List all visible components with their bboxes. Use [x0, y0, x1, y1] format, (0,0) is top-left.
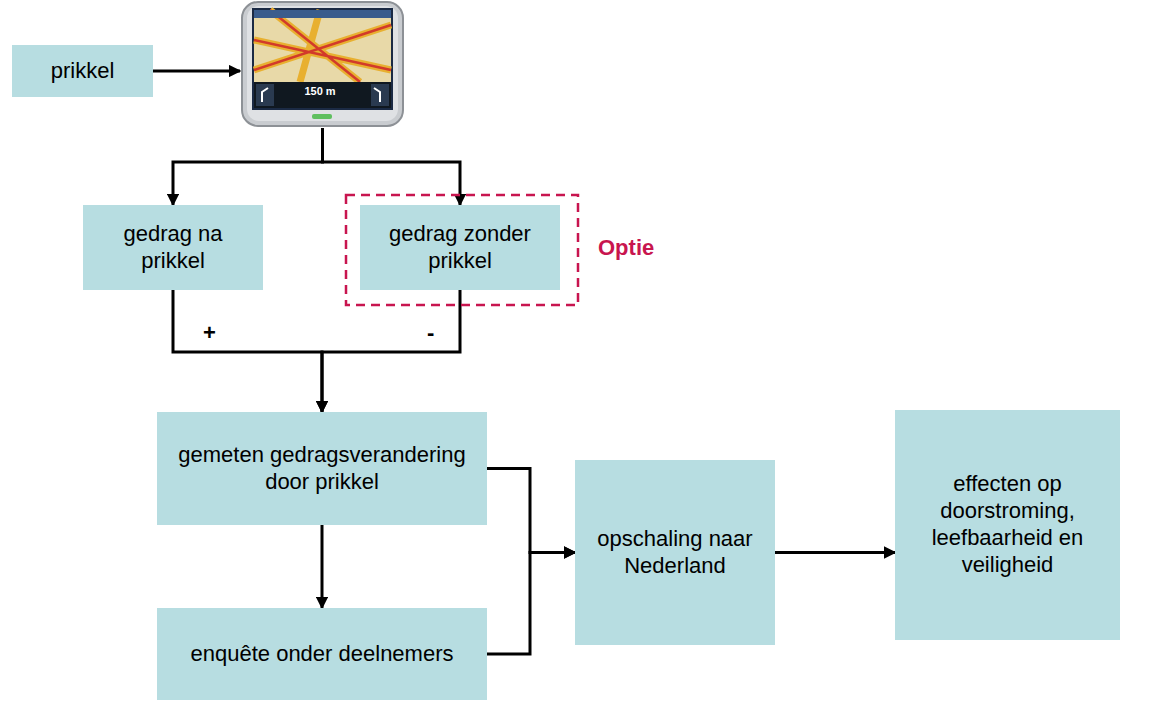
box-text: gedrag zonder prikkel [360, 221, 560, 275]
flow-arrow [321, 525, 324, 608]
process-box: effecten op doorstroming, leefbaarheid e… [895, 410, 1120, 640]
box-text: enquête onder deelnemers [185, 641, 460, 668]
flow-arrow [323, 128, 461, 205]
process-box: gemeten gedragsverandering door prikkel [157, 412, 487, 525]
option-label: Optie [598, 235, 654, 261]
process-box: opschaling naar Nederland [575, 460, 775, 645]
option-frame [346, 195, 578, 305]
flow-arrow [173, 290, 322, 412]
device-illustration [240, 0, 405, 128]
flow-arrow [487, 553, 575, 655]
flow-arrow [775, 551, 895, 554]
flow-arrow [153, 70, 240, 73]
flow-arrow [487, 469, 575, 553]
process-box: enquête onder deelnemers [157, 608, 487, 700]
process-box: gedrag na prikkel [83, 205, 263, 290]
box-text: gedrag na prikkel [83, 221, 263, 275]
box-text: opschaling naar Nederland [575, 526, 775, 580]
screen-distance: 150 m [292, 86, 348, 97]
flow-arrow [322, 290, 460, 412]
plus-sign: + [203, 320, 216, 346]
box-text: effecten op doorstroming, leefbaarheid e… [895, 471, 1120, 578]
navigation-device: 150 m [240, 0, 405, 128]
box-text: prikkel [45, 58, 121, 85]
box-text: gemeten gedragsverandering door prikkel [157, 442, 487, 496]
flow-arrow [173, 128, 323, 205]
minus-sign: - [427, 320, 434, 346]
process-box: gedrag zonder prikkel [360, 205, 560, 290]
process-box: prikkel [12, 45, 153, 97]
